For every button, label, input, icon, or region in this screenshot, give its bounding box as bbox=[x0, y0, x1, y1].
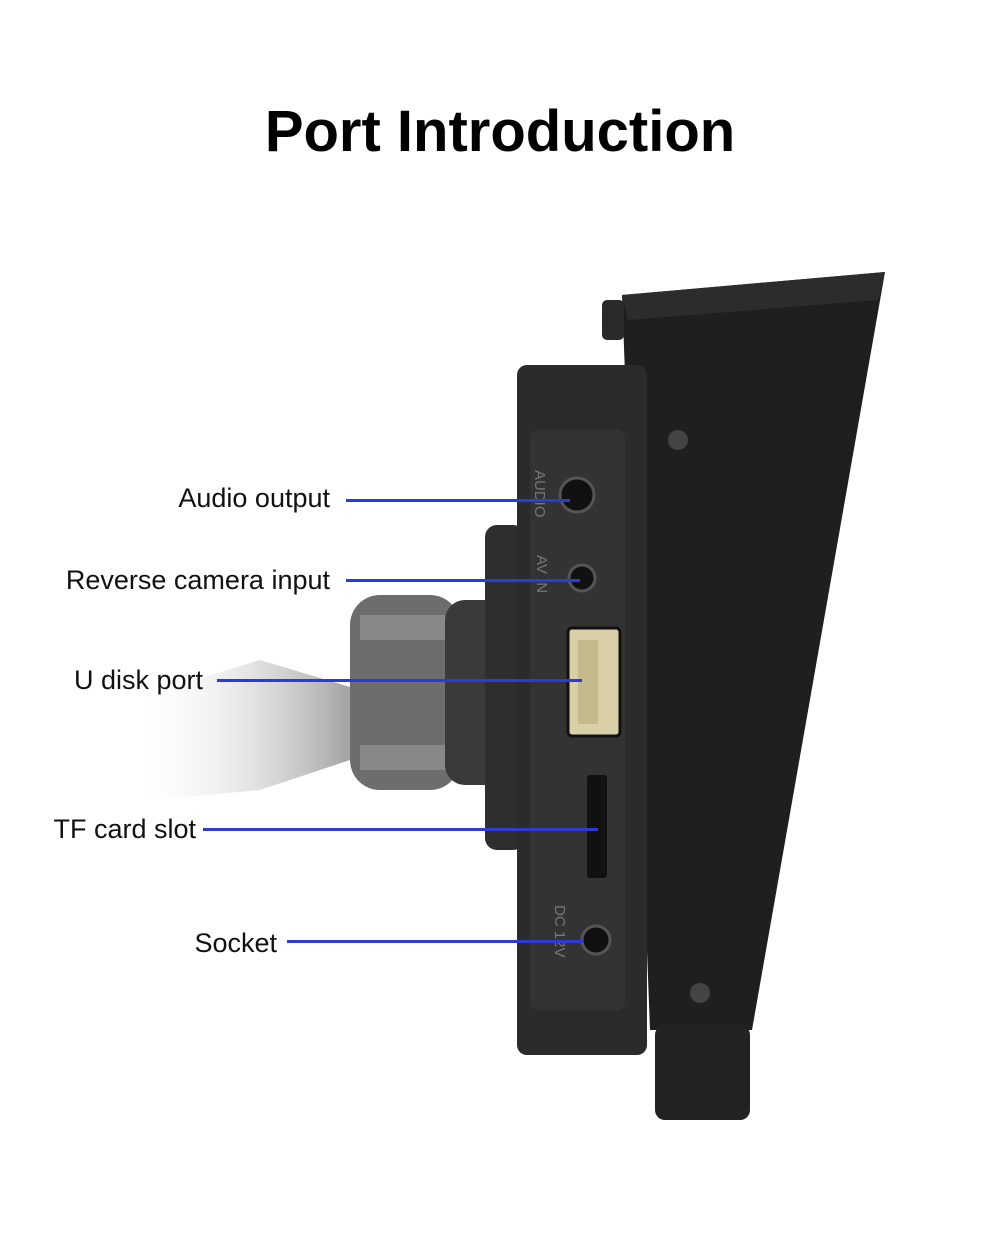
callout-line-audio-output bbox=[346, 499, 570, 502]
mount-knob bbox=[350, 525, 525, 850]
mount-arm bbox=[130, 660, 360, 800]
callout-tf-card-slot: TF card slot bbox=[53, 814, 196, 844]
callout-u-disk-port: U disk port bbox=[73, 665, 203, 695]
page-title: Port Introduction bbox=[264, 99, 736, 164]
av-in-marking: AV IN bbox=[533, 555, 550, 593]
callout-line-u-disk-port bbox=[217, 679, 582, 682]
audio-marking: AUDIO bbox=[531, 470, 548, 518]
dc-socket bbox=[580, 924, 612, 956]
callout-line-reverse-camera-input bbox=[346, 579, 580, 582]
ports bbox=[558, 476, 622, 956]
callout-line-socket bbox=[287, 940, 583, 943]
callout-line-tf-card-slot bbox=[203, 828, 598, 831]
callout-audio-output: Audio output bbox=[178, 483, 330, 513]
audio-jack bbox=[558, 476, 596, 514]
dc-marking: DC 12V bbox=[551, 905, 568, 958]
av-in-jack bbox=[567, 563, 597, 593]
tf-slot bbox=[587, 775, 607, 878]
callout-reverse-camera-input: Reverse camera input bbox=[65, 565, 330, 595]
callout-socket: Socket bbox=[194, 928, 277, 958]
